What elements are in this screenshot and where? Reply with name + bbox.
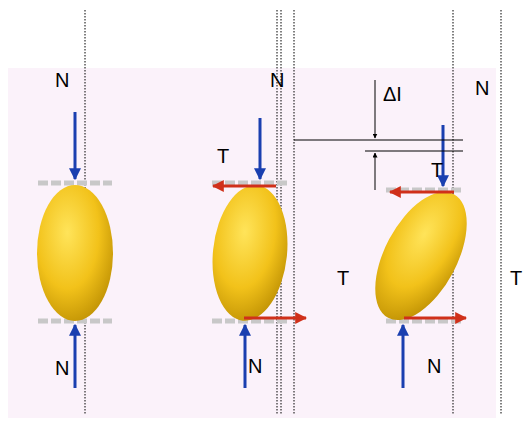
ellipsoid-unloaded [37,185,113,321]
ellipsoid-bodies [37,177,486,334]
shear-force-arrows [213,186,466,318]
force-label: N [248,356,262,376]
force-label: N [55,70,69,90]
background-panel [8,68,496,418]
dimension-label: ΔI [383,84,402,104]
normal-force-arrows [75,112,443,388]
force-label: T [217,146,229,166]
ellipsoid-compressed-sheared [356,177,485,334]
force-label: N [427,356,441,376]
force-label: T [431,160,443,180]
force-label: N [55,358,69,378]
force-label: T [337,268,349,288]
force-label: T [510,268,522,288]
dimension-lines [294,80,463,190]
ellipsoid-sheared [206,182,294,325]
reference-lines [85,10,501,415]
force-label: N [270,70,284,90]
force-label: N [475,78,489,98]
